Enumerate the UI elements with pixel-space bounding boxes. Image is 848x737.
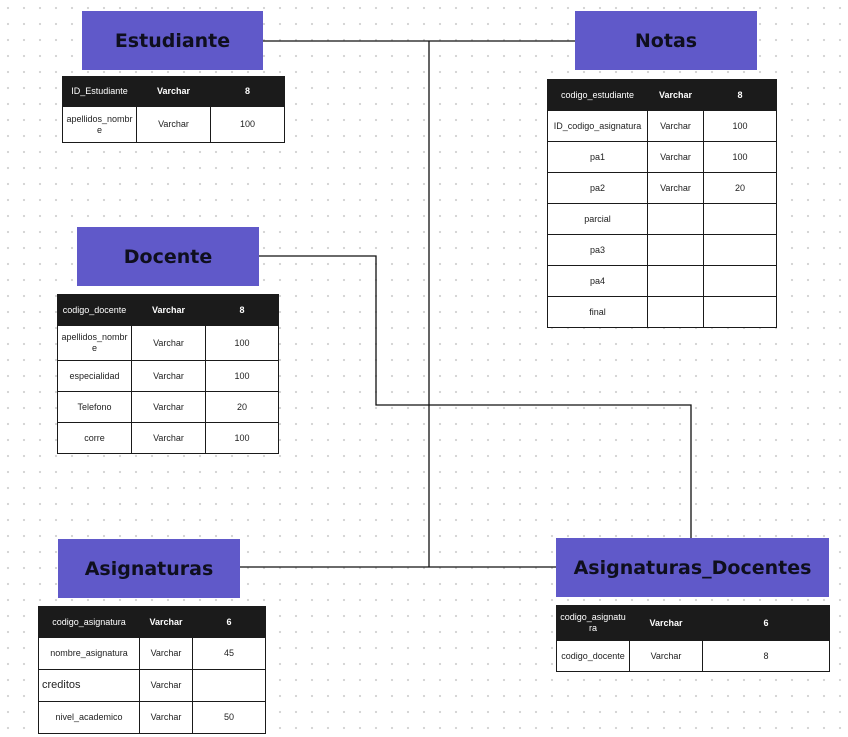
field-length [703, 203, 777, 235]
field-length: 20 [205, 391, 279, 423]
field-type: Varchar [131, 360, 206, 392]
field-name: pa2 [547, 172, 648, 204]
field-length: 100 [205, 360, 279, 392]
field-name: parcial [547, 203, 648, 235]
table-row: apellidos_nombre Varchar 100 [57, 325, 279, 361]
field-length: 50 [192, 701, 266, 734]
connector-docente-asignaturas-docentes [259, 255, 692, 538]
table-header-row: ID_Estudiante Varchar 8 [62, 76, 285, 107]
table-row: ID_codigo_asignatura Varchar 100 [547, 110, 777, 142]
field-type: Varchar [131, 422, 206, 454]
table-row: pa3 [547, 234, 777, 266]
field-type: Varchar [139, 637, 193, 670]
field-name: pa3 [547, 234, 648, 266]
field-name: nombre_asignatura [38, 637, 140, 670]
table-row: pa1 Varchar 100 [547, 141, 777, 173]
field-length: 8 [205, 294, 279, 326]
field-length: 100 [703, 110, 777, 142]
field-length [703, 234, 777, 266]
estudiante-table: ID_Estudiante Varchar 8 apellidos_nombre… [62, 76, 285, 143]
field-name: especialidad [57, 360, 132, 392]
field-name: final [547, 296, 648, 328]
field-type: Varchar [647, 110, 704, 142]
field-length: 8 [703, 79, 777, 111]
table-row: Telefono Varchar 20 [57, 391, 279, 423]
table-header-row: codigo_asignatura Varchar 6 [38, 606, 266, 638]
field-name: apellidos_nombre [57, 325, 132, 361]
field-type [647, 203, 704, 235]
table-row: nivel_academico Varchar 50 [38, 701, 266, 734]
field-length [703, 296, 777, 328]
field-type: Varchar [136, 76, 211, 107]
docente-title: Docente [77, 227, 259, 286]
table-row: parcial [547, 203, 777, 235]
field-name: apellidos_nombre [62, 106, 137, 143]
field-type: Varchar [629, 605, 703, 641]
field-length: 8 [210, 76, 285, 107]
field-type: Varchar [647, 79, 704, 111]
field-type [647, 265, 704, 297]
notas-table: codigo_estudiante Varchar 8 ID_codigo_as… [547, 79, 777, 328]
table-row: pa2 Varchar 20 [547, 172, 777, 204]
table-header-row: codigo_estudiante Varchar 8 [547, 79, 777, 111]
field-type: Varchar [647, 141, 704, 173]
field-type: Varchar [131, 325, 206, 361]
field-length: 100 [703, 141, 777, 173]
asignaturas-title: Asignaturas [58, 539, 240, 598]
field-length: 100 [210, 106, 285, 143]
field-type: Varchar [131, 391, 206, 423]
field-length: 6 [192, 606, 266, 638]
field-length: 8 [702, 640, 830, 672]
table-row: pa4 [547, 265, 777, 297]
field-name: creditos [38, 669, 140, 702]
field-name: corre [57, 422, 132, 454]
table-row: corre Varchar 100 [57, 422, 279, 454]
field-name: codigo_asignatura [38, 606, 140, 638]
field-name: codigo_estudiante [547, 79, 648, 111]
field-name: Telefono [57, 391, 132, 423]
field-length: 100 [205, 422, 279, 454]
field-name: codigo_asignatura [556, 605, 630, 641]
field-name: codigo_docente [57, 294, 132, 326]
table-header-row: codigo_asignatura Varchar 6 [556, 605, 830, 641]
table-row: apellidos_nombre Varchar 100 [62, 106, 285, 143]
notas-title: Notas [575, 11, 757, 70]
table-header-row: codigo_docente Varchar 8 [57, 294, 279, 326]
field-length: 6 [702, 605, 830, 641]
table-row: creditos Varchar [38, 669, 266, 702]
field-type: Varchar [139, 669, 193, 702]
field-name: nivel_academico [38, 701, 140, 734]
field-name: ID_codigo_asignatura [547, 110, 648, 142]
field-type: Varchar [131, 294, 206, 326]
field-type: Varchar [647, 172, 704, 204]
asignaturas-table: codigo_asignatura Varchar 6 nombre_asign… [38, 606, 266, 734]
field-type: Varchar [136, 106, 211, 143]
field-type [647, 234, 704, 266]
field-name: codigo_docente [556, 640, 630, 672]
field-length [192, 669, 266, 702]
field-length: 100 [205, 325, 279, 361]
field-name: pa4 [547, 265, 648, 297]
field-type: Varchar [629, 640, 703, 672]
field-type [647, 296, 704, 328]
estudiante-title: Estudiante [82, 11, 263, 70]
asignaturas-docentes-table: codigo_asignatura Varchar 6 codigo_docen… [556, 605, 830, 672]
field-length [703, 265, 777, 297]
table-row: final [547, 296, 777, 328]
asignaturas-docentes-title: Asignaturas_Docentes [556, 538, 829, 597]
table-row: nombre_asignatura Varchar 45 [38, 637, 266, 670]
field-length: 20 [703, 172, 777, 204]
field-type: Varchar [139, 701, 193, 734]
field-name: ID_Estudiante [62, 76, 137, 107]
field-length: 45 [192, 637, 266, 670]
field-name: pa1 [547, 141, 648, 173]
table-row: especialidad Varchar 100 [57, 360, 279, 392]
field-type: Varchar [139, 606, 193, 638]
table-row: codigo_docente Varchar 8 [556, 640, 830, 672]
docente-table: codigo_docente Varchar 8 apellidos_nombr… [57, 294, 279, 454]
